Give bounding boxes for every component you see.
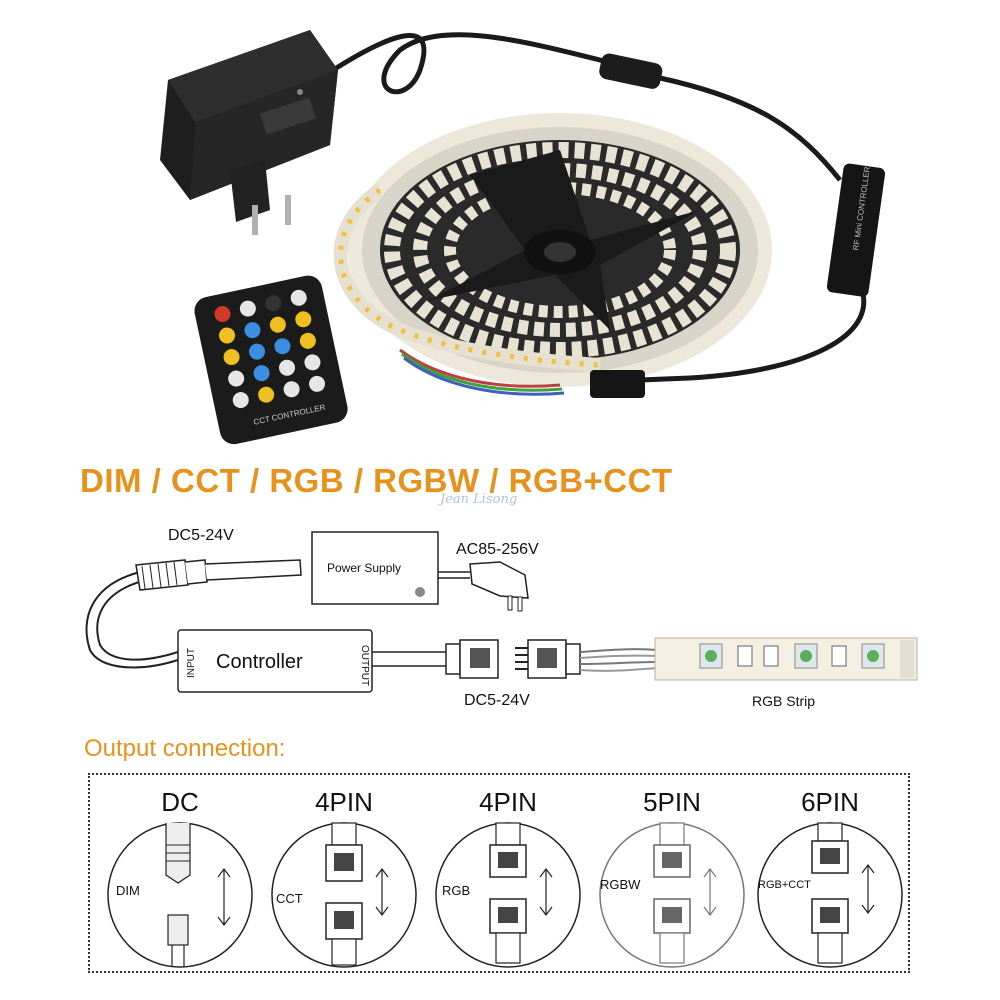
wiring-diagram: DC5-24V Power Supply AC85-256V Controlle… bbox=[85, 527, 918, 709]
option-title: 6PIN bbox=[801, 787, 859, 817]
option-title: 4PIN bbox=[479, 787, 537, 817]
plug-pin bbox=[252, 205, 258, 235]
option-tag: CCT bbox=[276, 891, 303, 906]
ac-plug bbox=[469, 561, 529, 612]
option-4pin-rgb: 4PIN RGB bbox=[428, 775, 588, 975]
led-strip-reel bbox=[333, 113, 772, 396]
option-6pin-rgbcct: 6PIN RGB+CCT bbox=[750, 775, 910, 975]
rgb-strip bbox=[654, 637, 918, 681]
output-connector-male bbox=[515, 639, 581, 679]
output-connection-panel: DC DIM 4PIN CCT 4PIN bbox=[88, 773, 910, 973]
option-title: 5PIN bbox=[643, 787, 701, 817]
option-title: DC bbox=[161, 787, 199, 817]
strip-connector bbox=[590, 370, 645, 398]
controller-label: Controller bbox=[216, 651, 303, 673]
rgb-connector-diagram bbox=[435, 822, 581, 968]
dc-connector-diagram bbox=[107, 822, 253, 968]
controller-box bbox=[177, 629, 373, 693]
cct-connector-diagram bbox=[271, 822, 417, 968]
cable-to-connector bbox=[639, 283, 867, 383]
option-dc: DC DIM bbox=[100, 775, 260, 975]
option-tag: RGB bbox=[442, 883, 471, 898]
cct-remote: CCT CONTROLLER bbox=[194, 275, 348, 445]
dc-output-label: DC5-24V bbox=[464, 692, 530, 709]
dc-barrel-plug bbox=[135, 559, 302, 591]
option-tag: DIM bbox=[116, 883, 140, 898]
option-tag: RGBW bbox=[600, 877, 641, 892]
rgbw-connector-diagram bbox=[599, 822, 745, 968]
output-connection-title: Output connection: bbox=[84, 735, 286, 762]
rgbcct-connector-diagram bbox=[757, 822, 903, 968]
power-supply-label: Power Supply bbox=[327, 561, 401, 575]
dc-input-label: DC5-24V bbox=[168, 527, 234, 544]
rgb-strip-label: RGB Strip bbox=[752, 693, 815, 709]
option-title: 4PIN bbox=[315, 787, 373, 817]
dc-input-wire bbox=[85, 571, 179, 669]
plug-pin bbox=[285, 195, 291, 225]
option-tag: RGB+CCT bbox=[758, 879, 811, 891]
controller-input-label: INPUT bbox=[186, 648, 197, 678]
adapter-cable bbox=[328, 32, 641, 95]
controller-output-label: OUTPUT bbox=[359, 645, 370, 686]
output-connector-female bbox=[445, 639, 499, 679]
watermark: Jean Lisong bbox=[440, 492, 518, 507]
cable-to-controller bbox=[659, 75, 842, 182]
product-headline: DIM / CCT / RGB / RGBW / RGB+CCT bbox=[80, 462, 673, 499]
option-4pin-cct: 4PIN CCT bbox=[264, 775, 424, 975]
option-5pin-rgbw: 5PIN RGBW bbox=[592, 775, 752, 975]
barrel-plug bbox=[599, 53, 663, 89]
ac-input-label: AC85-256V bbox=[456, 541, 539, 558]
rf-controller: RF Mini CONTROLLER bbox=[826, 163, 886, 297]
power-adapter bbox=[160, 30, 338, 235]
product-photo: RF Mini CONTROLLER CCT CONTROLLER bbox=[160, 30, 886, 445]
